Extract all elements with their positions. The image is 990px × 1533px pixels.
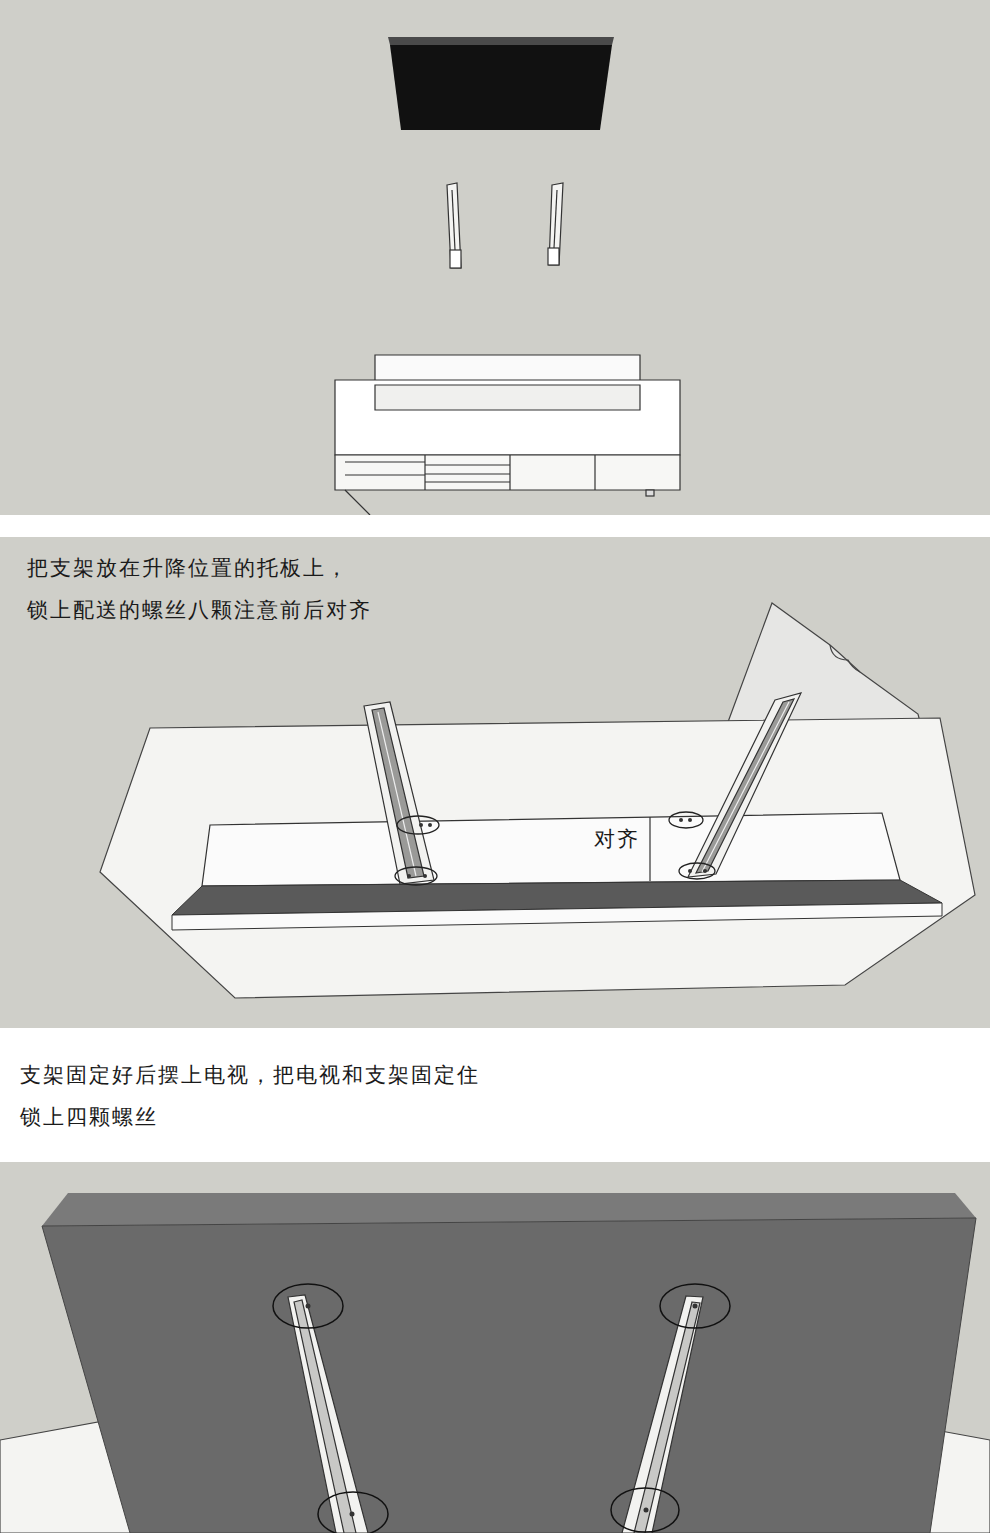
tv-back — [42, 1218, 976, 1533]
tv-top-edge — [388, 37, 614, 45]
plate-lip — [172, 903, 942, 930]
panel-ground — [0, 0, 990, 515]
align-line — [649, 817, 650, 881]
lift-plate — [202, 813, 900, 886]
screw-callout — [395, 812, 715, 885]
align-label: 对齐 — [594, 826, 644, 852]
back-board — [728, 603, 920, 722]
bracket — [364, 693, 801, 884]
screw — [407, 818, 707, 878]
screw — [306, 1304, 698, 1517]
instruction-note: 支架固定好后摆上电视，把电视和支架固定住 锁上四颗螺丝 — [20, 1054, 530, 1138]
panel-ground — [0, 1162, 990, 1533]
instruction-note: 把支架放在升降位置的托板上， 锁上配送的螺丝八颗注意前后对齐 — [27, 547, 417, 631]
bracket — [447, 183, 563, 268]
cabinet — [335, 355, 680, 515]
tv-panel — [390, 45, 612, 130]
bracket — [288, 1295, 703, 1533]
screw-callout — [273, 1284, 730, 1533]
panel-ground — [0, 537, 990, 1028]
cabinet-top — [100, 718, 975, 998]
